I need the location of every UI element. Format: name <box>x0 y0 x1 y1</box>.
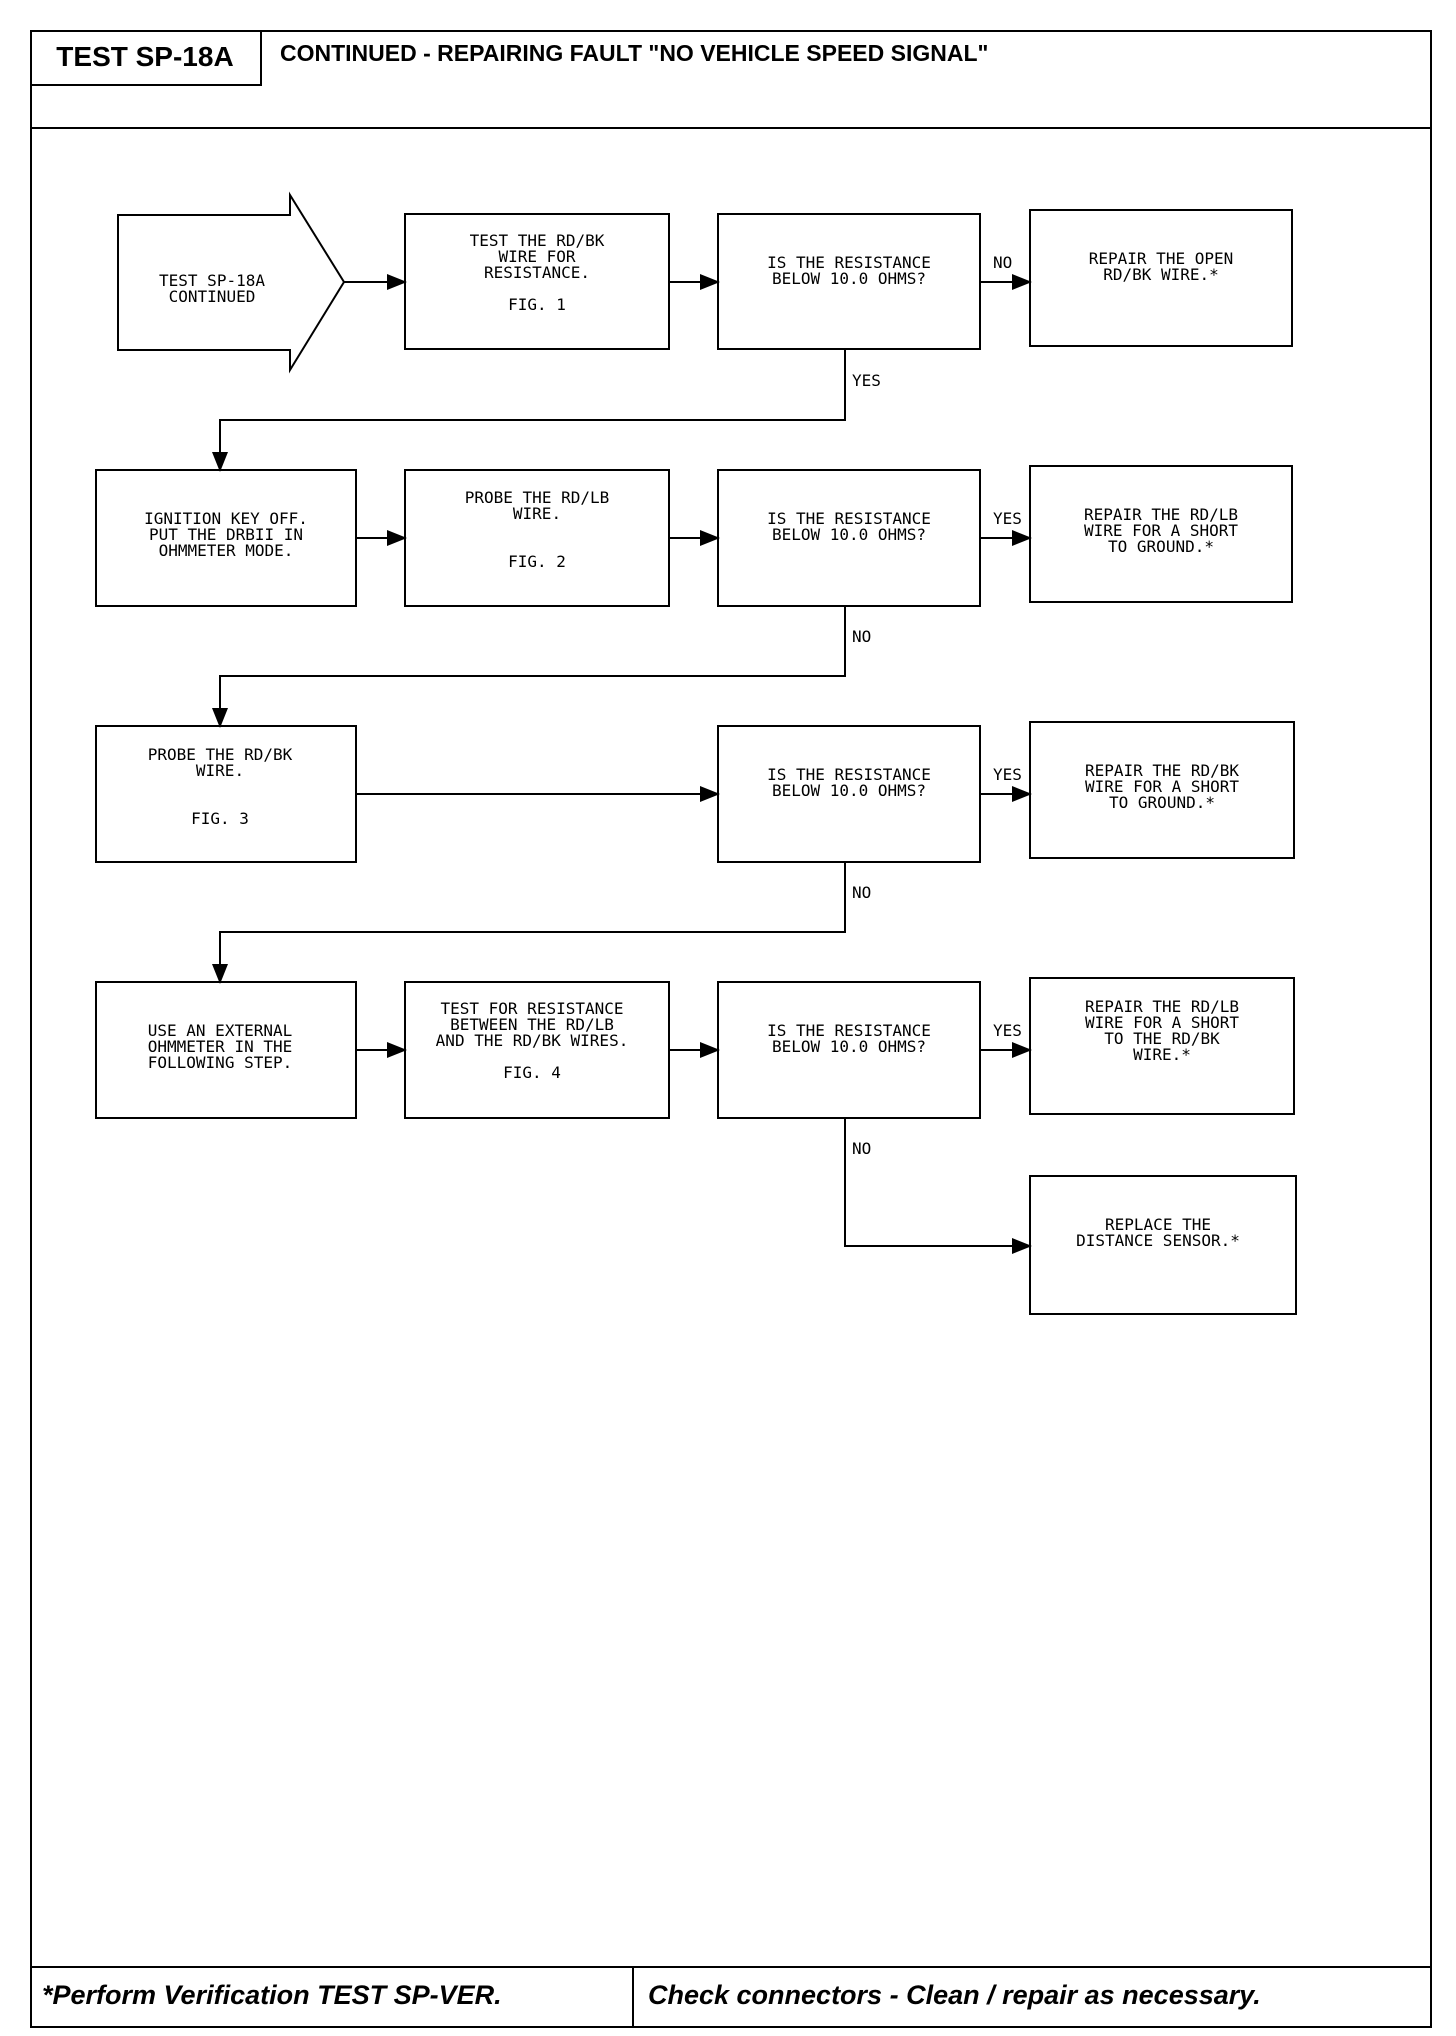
box-text-line: WIRE.* <box>1133 1045 1191 1064</box>
box-text-line: IS THE RESISTANCE <box>767 1021 931 1040</box>
edge-label-q2-yes: YES <box>993 509 1022 528</box>
page-title: CONTINUED - REPAIRING FAULT "NO VEHICLE … <box>280 40 989 66</box>
box-text-line: RD/BK WIRE.* <box>1103 265 1219 284</box>
box-text-line: IGNITION KEY OFF. <box>144 509 308 528</box>
box-text-line: REPAIR THE RD/LB <box>1084 505 1238 524</box>
footer-column-divider <box>632 1966 634 2028</box>
box-text-line: DISTANCE SENSOR.* <box>1076 1231 1240 1250</box>
box-text-line: FIG. 2 <box>508 552 566 571</box>
header-divider <box>30 127 1432 129</box>
box-text-line: OHMMETER MODE. <box>159 541 294 560</box>
box-text-line: REPAIR THE OPEN <box>1089 249 1234 268</box>
footer-verification-note: *Perform Verification TEST SP-VER. <box>42 1980 502 2010</box>
edge-label-q4-no: NO <box>852 1139 871 1158</box>
box-text-line: FOLLOWING STEP. <box>148 1053 293 1072</box>
start-arrow-shape <box>117 191 346 374</box>
footer-connectors-note: Check connectors - Clean / repair as nec… <box>648 1980 1261 2010</box>
box-text-line: TEST THE RD/BK <box>470 231 605 250</box>
box-text-line: BELOW 10.0 OHMS? <box>772 269 926 288</box>
box-text-line: FIG. 3 <box>191 809 249 828</box>
edge-label-q3-no: NO <box>852 883 871 902</box>
box-text-line: REPAIR THE RD/LB <box>1085 997 1239 1016</box>
box-text-line: PROBE THE RD/LB <box>465 488 610 507</box>
edge-q2-no <box>212 606 846 728</box>
box-text-line: BELOW 10.0 OHMS? <box>772 781 926 800</box>
box-text-line: BELOW 10.0 OHMS? <box>772 525 926 544</box>
box-text-line: WIRE FOR <box>498 247 575 266</box>
box-text-line: IS THE RESISTANCE <box>767 253 931 272</box>
box-text-line: AND THE RD/BK WIRES. <box>436 1031 629 1050</box>
box-text-line: TEST FOR RESISTANCE <box>440 999 623 1018</box>
box-text-line: TO GROUND.* <box>1108 537 1214 556</box>
box-text-line: PROBE THE RD/BK <box>148 745 293 764</box>
step2a-text: IGNITION KEY OFF.PUT THE DRBII INOHMMETE… <box>144 509 308 560</box>
edge-q1-yes <box>212 349 846 472</box>
box-text-line: FIG. 4 <box>503 1063 561 1082</box>
box-text-line: TEST SP-18A <box>159 271 265 290</box>
page-frame <box>30 30 1432 2028</box>
edge-label-q1-yes: YES <box>852 371 881 390</box>
box-text-line: FIG. 1 <box>508 295 566 314</box>
box-text-line: CONTINUED <box>169 287 256 306</box>
box-text-line: WIRE FOR A SHORT <box>1085 1013 1239 1032</box>
box-text-line: USE AN EXTERNAL <box>148 1021 293 1040</box>
box-text-line: IS THE RESISTANCE <box>767 509 931 528</box>
test-id-label: TEST SP-18A <box>30 30 262 86</box>
box-text-line: RESISTANCE. <box>484 263 590 282</box>
box-text-line: TO GROUND.* <box>1109 793 1215 812</box>
edge-label-q2-no: NO <box>852 627 871 646</box>
box-text-line: TO THE RD/BK <box>1104 1029 1220 1048</box>
box-text-line: BELOW 10.0 OHMS? <box>772 1037 926 1056</box>
edge-q3-no <box>212 862 846 984</box>
box-text-line: WIRE FOR A SHORT <box>1084 521 1238 540</box>
edge-label-q4-yes: YES <box>993 1021 1022 1040</box>
box-text-line: WIRE. <box>196 761 244 780</box>
box-text-line: WIRE. <box>513 504 561 523</box>
box-text-line: WIRE FOR A SHORT <box>1085 777 1239 796</box>
footer-divider <box>30 1966 1432 1968</box>
edge-label-q1-no: NO <box>993 253 1012 272</box>
edge-label-q3-yes: YES <box>993 765 1022 784</box>
box-text-line: PUT THE DRBII IN <box>149 525 303 544</box>
box-text-line: IS THE RESISTANCE <box>767 765 931 784</box>
edge-q4-no <box>844 1118 1032 1254</box>
box-text-line: REPLACE THE <box>1105 1215 1211 1234</box>
box-text-line: OHMMETER IN THE <box>148 1037 293 1056</box>
box-text-line: BETWEEN THE RD/LB <box>450 1015 614 1034</box>
box-text-line: REPAIR THE RD/BK <box>1085 761 1239 780</box>
